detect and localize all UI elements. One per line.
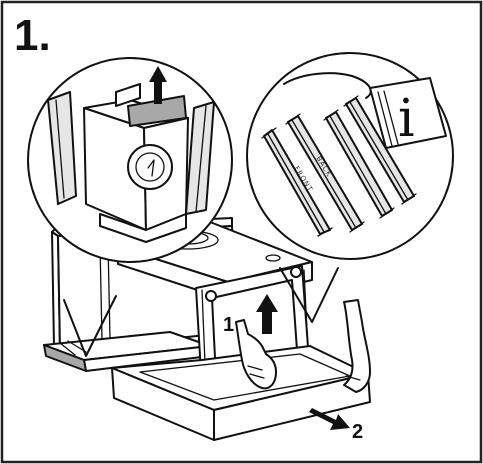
detail-packaging-removal [47, 66, 215, 243]
step-number: 1. [14, 11, 51, 60]
info-card: i [369, 77, 447, 149]
bottom-tray [111, 345, 371, 441]
detail-transport-rails: BACK FRONT i [261, 72, 447, 237]
info-icon: i [398, 89, 415, 149]
callout-label-1: 1 [223, 314, 234, 336]
callout-label-2: 2 [352, 421, 363, 443]
arrow-up-icon [256, 294, 278, 334]
hand-pulling [343, 299, 371, 393]
arrow-pull-icon [309, 408, 350, 430]
hand-lifting [235, 319, 277, 390]
detail-arrow-up-icon [149, 66, 167, 104]
